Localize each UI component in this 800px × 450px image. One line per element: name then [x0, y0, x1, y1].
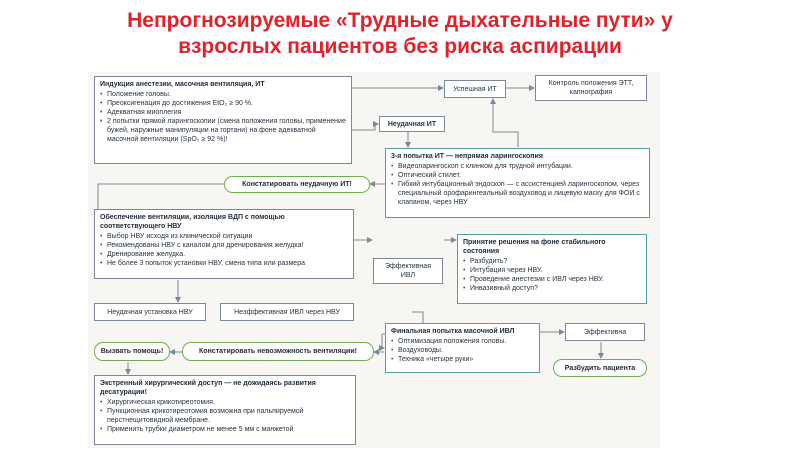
call-help-pill: Вызвать помощь!: [94, 342, 170, 361]
success-it-label: Успешная ИТ: [453, 85, 497, 93]
third-attempt-box: 3-я попытка ИТ — непрямая ларингоскопия …: [385, 148, 650, 218]
decision-item: Проведение анестезии с ИВЛ через НВУ.: [463, 275, 641, 284]
slide-title-line-2: взрослых пациентов без риска аспирации: [178, 35, 622, 58]
ineffective-ivl-label: Неэффективная ИВЛ через НВУ: [234, 308, 340, 316]
final-mask-item: Воздуховоды.: [391, 346, 534, 355]
third-attempt-list: Видеоларингоскоп с клинком для трудной и…: [391, 162, 644, 207]
third-attempt-item: Гибкий интубационный эндоскоп — с ассист…: [391, 180, 644, 207]
state-failed-it-label: Констатировать неудачную ИТ!: [242, 181, 352, 188]
surgical-item: Хирургическая крикотиреотомия.: [100, 398, 350, 407]
ett-control-label: Контроль положения ЭТТ, капнография: [548, 80, 634, 96]
ett-control-box: Контроль положения ЭТТ, капнография: [535, 75, 647, 101]
induction-item: 2 попытки прямой ларингоскопии (смена по…: [100, 117, 346, 144]
slide-title: Непрогнозируемые «Трудные дыхательные пу…: [0, 8, 800, 60]
decision-item: Разбудить?: [463, 257, 641, 266]
connector-third-success: [490, 98, 519, 147]
surgical-item: Применить трубки диаметром не менее 5 мм…: [100, 425, 350, 434]
final-mask-list: Оптимизация положения головы. Воздуховод…: [391, 337, 534, 364]
connector-induction-failed: [352, 121, 379, 131]
ineffective-ivl-box: Неэффективная ИВЛ через НВУ: [220, 303, 354, 321]
decision-item: Интубация через НВУ.: [463, 266, 641, 275]
effective-box: Эффективна: [565, 323, 645, 341]
state-failed-it-pill: Констатировать неудачную ИТ!: [224, 176, 370, 193]
decision-list: Разбудить? Интубация через НВУ. Проведен…: [463, 257, 641, 293]
surgical-access-box: Экстренный хирургический доступ — не дож…: [94, 375, 356, 445]
final-mask-heading: Финальная попытка масочной ИВЛ: [391, 328, 515, 335]
connector-to-final-mask: [379, 334, 385, 351]
induction-list: Положение головы. Преоксигенация до дост…: [100, 90, 346, 144]
cannot-ventilate-pill: Констатировать невозможность вентиляции!: [182, 342, 374, 361]
sga-item: Дренирование желудка.: [100, 250, 348, 259]
third-attempt-heading: 3-я попытка ИТ — непрямая ларингоскопия: [391, 153, 543, 160]
sga-item: Рекомендованы НВУ с каналом для дрениров…: [100, 241, 348, 250]
decision-heading: Принятие решения на фоне стабильного сос…: [463, 239, 606, 255]
induction-heading: Индукция анестезии, масочная вентиляция,…: [100, 81, 265, 88]
airway-algorithm-flowchart: Индукция анестезии, масочная вентиляция,…: [88, 72, 660, 448]
induction-box: Индукция анестезии, масочная вентиляция,…: [94, 76, 352, 164]
sga-heading: Обеспечение вентиляции, изоляция ВДП с п…: [100, 214, 285, 230]
decision-item: Инвазивный доступ?: [463, 284, 641, 293]
final-mask-box: Финальная попытка масочной ИВЛ Оптимизац…: [385, 323, 540, 373]
induction-item: Адекватная миоплегия: [100, 108, 346, 117]
call-help-label: Вызвать помощь!: [100, 348, 164, 355]
wake-patient-label: Разбудить пациента: [564, 364, 636, 372]
wake-patient-pill: Разбудить пациента: [553, 359, 647, 377]
success-it-box: Успешная ИТ: [444, 80, 506, 98]
cannot-ventilate-label: Констатировать невозможность вентиляции!: [199, 348, 357, 355]
surgical-item: Пункционная крикотиреотомия возможна при…: [100, 407, 350, 425]
sga-item: Выбор НВУ исходя из клинической ситуации: [100, 232, 348, 241]
final-mask-item: Техника «четыре руки»: [391, 355, 534, 364]
sga-box: Обеспечение вентиляции, изоляция ВДП с п…: [94, 209, 354, 279]
sga-item: Не более 3 попыток установки НВУ, смена …: [100, 259, 348, 268]
third-attempt-item: Видеоларингоскоп с клинком для трудной и…: [391, 162, 644, 171]
failed-sga-box: Неудачная установка НВУ: [94, 303, 206, 321]
effective-ivl-box: Эффективная ИВЛ: [373, 258, 443, 284]
surgical-list: Хирургическая крикотиреотомия. Пункционн…: [100, 398, 350, 434]
effective-ivl-label: Эффективная ИВЛ: [385, 263, 431, 279]
effective-label: Эффективна: [583, 328, 627, 336]
decision-box: Принятие решения на фоне стабильного сос…: [457, 234, 647, 304]
failed-sga-label: Неудачная установка НВУ: [107, 308, 193, 316]
final-mask-item: Оптимизация положения головы.: [391, 337, 534, 346]
induction-item: Преоксигенация до достижения EtO₂ ≥ 90 %…: [100, 99, 346, 108]
sga-list: Выбор НВУ исходя из клинической ситуации…: [100, 232, 348, 268]
failed-it-label: Неудачная ИТ: [387, 120, 437, 128]
surgical-heading: Экстренный хирургический доступ — не дож…: [100, 380, 316, 396]
induction-item: Положение головы.: [100, 90, 346, 99]
failed-it-box: Неудачная ИТ: [379, 116, 445, 132]
slide-title-line-1: Непрогнозируемые «Трудные дыхательные пу…: [127, 9, 673, 32]
third-attempt-item: Оптический стилет.: [391, 171, 644, 180]
